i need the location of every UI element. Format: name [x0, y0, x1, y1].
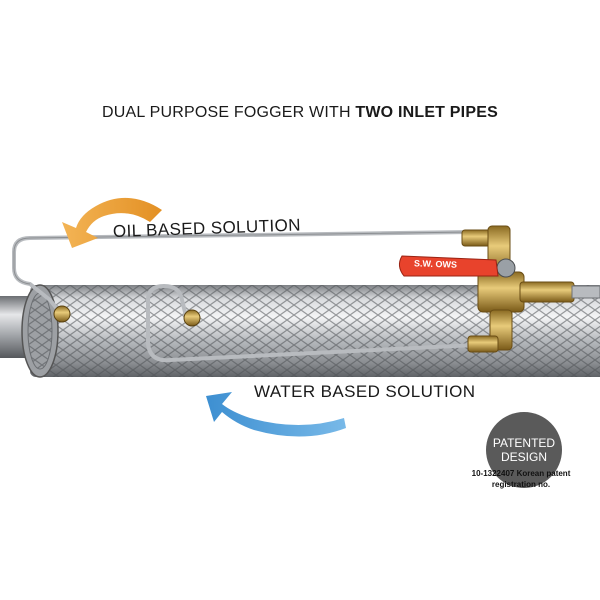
valve-marking: S.W. OWS — [413, 258, 458, 270]
water-nozzle-fitting — [183, 309, 201, 327]
title-emphasis: TWO INLET PIPES — [355, 104, 498, 121]
valve-assembly — [461, 225, 600, 353]
curved-arrow-left-icon — [206, 392, 346, 437]
mesh-tube — [21, 284, 600, 378]
patent-caption: 10-1322407 Korean patent registration no… — [446, 468, 596, 490]
patent-number: 10-1322407 Korean patent — [471, 469, 571, 478]
patent-note: registration no. — [491, 480, 551, 489]
page-title: DUAL PURPOSE FOGGER WITH TWO INLET PIPES — [0, 104, 600, 122]
title-prefix: DUAL PURPOSE FOGGER WITH — [102, 104, 356, 121]
curved-arrow-left-icon — [62, 197, 162, 248]
water-inlet-pipe — [146, 283, 477, 363]
water-based-label: WATER BASED SOLUTION — [254, 382, 476, 401]
valve-handle[interactable] — [398, 255, 499, 277]
badge-line-2: DESIGN — [500, 450, 547, 464]
badge-line-1: PATENTED — [492, 436, 556, 450]
patented-badge: PATENTED DESIGN — [486, 412, 562, 488]
oil-nozzle-fitting — [53, 305, 71, 323]
